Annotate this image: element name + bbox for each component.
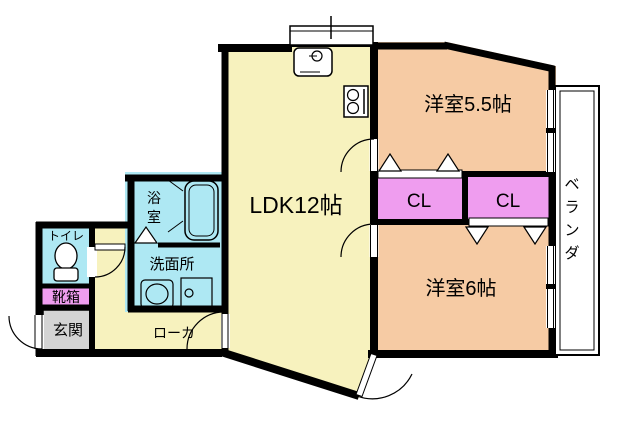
partition-walls bbox=[39, 242, 220, 310]
toilet-bowl bbox=[54, 242, 78, 270]
bath-door-marks bbox=[167, 179, 184, 233]
walls-medium bbox=[35, 41, 556, 356]
veranda-inner bbox=[559, 90, 595, 351]
closet1-label: CL bbox=[407, 191, 431, 212]
window-center-tick bbox=[546, 284, 555, 289]
washing-machine-icon bbox=[180, 277, 213, 309]
bath-folding-door-mark bbox=[133, 225, 159, 244]
door-gap bbox=[369, 139, 379, 171]
door-leaf bbox=[94, 243, 126, 251]
veranda-label-char1: ベ bbox=[564, 176, 579, 193]
bedroom2-door bbox=[340, 223, 379, 258]
veranda-outer bbox=[554, 85, 600, 356]
hallway-ldk-door bbox=[186, 311, 230, 350]
closet1-folding-door-marks bbox=[377, 152, 461, 172]
triangle-mark bbox=[464, 226, 490, 246]
bedroom1-label: 洋室5.5帖 bbox=[424, 93, 512, 116]
kitchen-sink-icon bbox=[293, 47, 333, 77]
door-jamb-lines bbox=[221, 314, 229, 348]
stove-icon bbox=[343, 85, 369, 118]
entrance-label: 玄関 bbox=[53, 322, 83, 339]
basin-bowl bbox=[145, 283, 169, 305]
hallway-area bbox=[89, 222, 225, 355]
door-gap bbox=[221, 314, 230, 348]
entrance-door bbox=[8, 315, 44, 350]
faucet-spout bbox=[300, 55, 320, 73]
door-jamb-lines bbox=[370, 225, 378, 257]
closet2-label: CL bbox=[496, 191, 520, 212]
bedroom1-window bbox=[546, 90, 555, 172]
washer-knob bbox=[184, 288, 194, 298]
bedroom1-area bbox=[371, 42, 556, 178]
ldk-room-area bbox=[222, 45, 377, 398]
washbasin-icon bbox=[140, 279, 174, 309]
bath-label-char1: 浴 bbox=[147, 190, 161, 206]
burner bbox=[346, 88, 360, 102]
ldk-label: LDK12帖 bbox=[249, 192, 342, 218]
bedroom1-door-arc bbox=[340, 138, 375, 173]
bathtub-icon bbox=[167, 179, 219, 241]
bedroom2-window bbox=[546, 246, 555, 328]
hallway-label: ローカ bbox=[153, 325, 195, 341]
toilet-base bbox=[53, 267, 79, 282]
shoebox-label: 靴箱 bbox=[52, 289, 80, 305]
ldk-terrace-door bbox=[355, 352, 413, 400]
tub-inner bbox=[188, 184, 215, 237]
entrance-door-arc bbox=[8, 315, 43, 350]
window-center-tick bbox=[546, 128, 555, 133]
door-gap bbox=[87, 247, 97, 277]
triangle-mark bbox=[377, 152, 403, 172]
hallway-door-arc bbox=[186, 311, 225, 350]
door-jamb-lines bbox=[370, 139, 378, 171]
veranda-label-char3: ン bbox=[564, 222, 579, 239]
toilet-icon bbox=[53, 242, 79, 282]
burner bbox=[346, 101, 360, 115]
closet2-folding-door-marks bbox=[464, 226, 548, 246]
tub-outer bbox=[184, 180, 219, 241]
toilet-label: トイレ bbox=[48, 229, 84, 243]
basin-counter bbox=[140, 279, 174, 309]
door-jamb-lines bbox=[34, 315, 43, 349]
door-gap bbox=[34, 315, 44, 349]
triangle-mark bbox=[435, 152, 461, 172]
triangle-mark bbox=[522, 226, 548, 246]
closet2-door-track bbox=[468, 217, 549, 227]
washer-body bbox=[180, 277, 213, 309]
kitchen-window bbox=[289, 16, 374, 46]
bath-label-char2: 室 bbox=[147, 209, 161, 225]
door-gap bbox=[369, 225, 379, 257]
toilet-door-arc bbox=[94, 246, 126, 278]
washroom-label: 洗面所 bbox=[149, 256, 194, 273]
bedroom1-door bbox=[340, 138, 379, 173]
veranda-label-char2: ラ bbox=[564, 199, 579, 216]
terrace-door-arc bbox=[356, 373, 413, 400]
outer-walls-thick bbox=[36, 42, 558, 400]
toilet-door bbox=[87, 243, 126, 278]
door-leaf bbox=[355, 352, 378, 398]
bedroom2-door-arc bbox=[340, 223, 375, 258]
veranda-label-char4: ダ bbox=[564, 245, 579, 262]
veranda bbox=[554, 85, 600, 356]
bedroom2-label: 洋室6帖 bbox=[425, 277, 496, 300]
shoebox-area bbox=[41, 288, 91, 307]
